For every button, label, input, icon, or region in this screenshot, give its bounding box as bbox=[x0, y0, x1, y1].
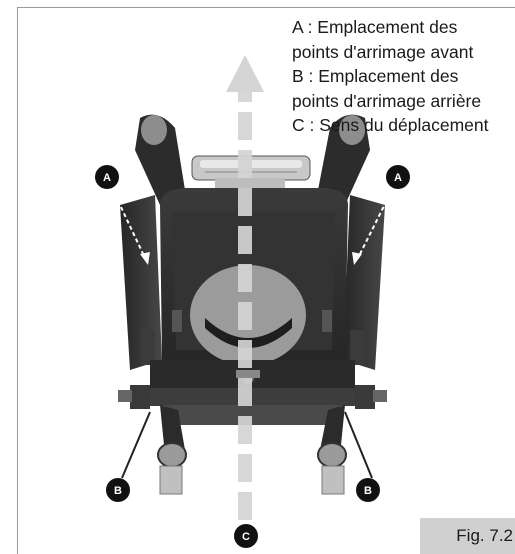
svg-text:A: A bbox=[103, 172, 111, 184]
left-rear-bracket bbox=[118, 385, 150, 409]
marker-c: C bbox=[234, 524, 258, 548]
marker-b-left: B bbox=[106, 478, 130, 502]
svg-text:C: C bbox=[242, 531, 250, 543]
marker-a-right-pointer bbox=[352, 187, 394, 265]
marker-a-right: A bbox=[386, 165, 410, 189]
direction-arrow bbox=[226, 55, 264, 520]
legend-line-b-desc: points d'arrimage arrière bbox=[292, 90, 482, 111]
svg-text:B: B bbox=[114, 485, 122, 497]
marker-a-left-pointer bbox=[111, 187, 150, 265]
seat-body bbox=[160, 188, 348, 372]
marker-a-left: A bbox=[95, 165, 119, 189]
left-armrest-pad bbox=[135, 114, 185, 205]
svg-text:A: A bbox=[394, 172, 402, 184]
legend-line-a-title: A : Emplacement des bbox=[292, 17, 458, 37]
left-caster-leg bbox=[157, 405, 187, 495]
left-side-panel bbox=[120, 195, 162, 370]
chassis-base bbox=[140, 360, 365, 425]
legend-line-c: C : Sens du déplacement bbox=[292, 115, 489, 135]
right-caster-leg bbox=[317, 405, 347, 495]
right-armrest-pad bbox=[318, 114, 370, 205]
legend-block: A : Emplacement des points d'arrimage av… bbox=[292, 15, 514, 138]
svg-text:B: B bbox=[364, 485, 372, 497]
figure-label: Fig. 7.2 bbox=[420, 518, 515, 554]
marker-b-right: B bbox=[356, 478, 380, 502]
right-rear-bracket bbox=[355, 385, 387, 409]
legend-line-b-title: B : Emplacement des bbox=[292, 66, 459, 86]
legend-line-a-desc: points d'arrimage avant bbox=[292, 41, 474, 62]
marker-b-right-pointer bbox=[344, 411, 373, 479]
figure-frame bbox=[17, 7, 515, 554]
right-side-panel bbox=[343, 195, 385, 370]
marker-b-left-pointer bbox=[121, 411, 151, 479]
